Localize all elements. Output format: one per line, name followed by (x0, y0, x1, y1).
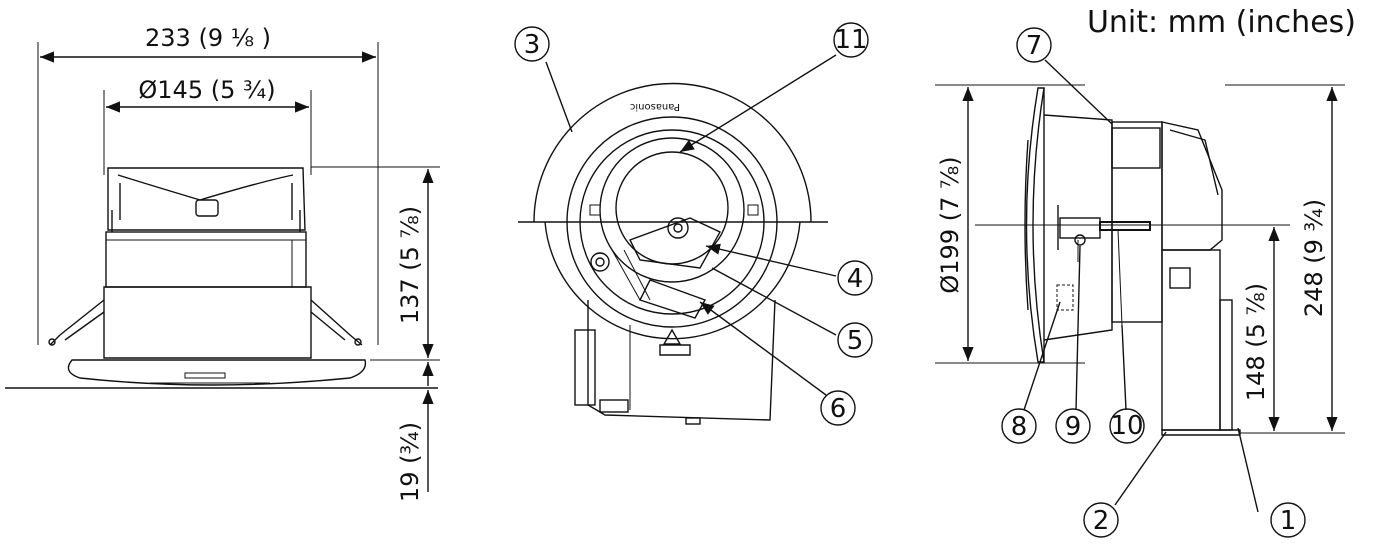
callout-10: 10 (1110, 411, 1143, 441)
callouts: 1 2 3 4 5 6 7 8 9 10 11 (514, 22, 1306, 538)
unit-label: Unit: mm (inches) (1087, 5, 1356, 40)
callout-4: 4 (847, 264, 864, 294)
side-diameter-label: Ø199 (7 ⅞) (936, 156, 964, 293)
callout-1: 1 (1280, 506, 1297, 536)
side-rear-box (1161, 121, 1223, 251)
front-top-housing (107, 167, 306, 231)
callout-2: 2 (1093, 506, 1110, 536)
front-height-label: 137 (5 ⅞) (396, 206, 424, 324)
callout-9: 9 (1065, 412, 1082, 442)
dome-brand-marking: Panasonic (630, 101, 680, 112)
front-view: 233 (9 ⅛ ) Ø145 (5 ¾) 137 (5 ⅞) (5, 24, 440, 502)
front-width-label: 233 (9 ⅛ ) (145, 24, 271, 52)
front-lower-body (103, 286, 312, 359)
side-total-label: 248 (9 ¾) (1300, 199, 1328, 317)
callout-7: 7 (1026, 31, 1043, 61)
dome-cover (533, 82, 812, 223)
callout-3: 3 (524, 30, 541, 60)
front-flange (67, 359, 367, 386)
callout-6: 6 (830, 394, 847, 424)
side-lower-label: 148 (5 ⅞) (1242, 283, 1270, 401)
front-flange-label: 19 (¾) (396, 422, 424, 502)
front-inner-diameter-label: Ø145 (5 ¾) (138, 76, 275, 104)
bottom-box (587, 299, 776, 421)
callout-8: 8 (1011, 412, 1028, 442)
callout-11: 11 (834, 25, 867, 55)
bottom-view: Panasonic (518, 82, 828, 425)
callout-5: 5 (847, 326, 864, 356)
side-view: Ø199 (7 ⅞) 248 (9 ¾) 148 (5 ⅞) (935, 84, 1345, 436)
